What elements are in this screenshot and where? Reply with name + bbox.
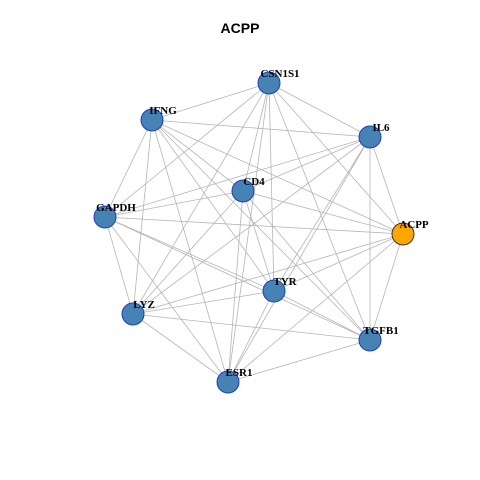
edge-ifng-lyz <box>132 119 153 315</box>
edge-il6-tyr <box>273 136 371 292</box>
node-label-acpp: ACPP <box>399 219 429 231</box>
edge-cd4-gapdh <box>104 190 244 218</box>
edge-csn1s1-lyz <box>132 82 270 315</box>
edge-lyz-tgfb1 <box>132 313 371 341</box>
edge-acpp-lyz <box>132 233 404 315</box>
node-tyr[interactable] <box>262 279 286 303</box>
nodes-layer <box>93 71 415 394</box>
node-label-esr1: ESR1 <box>226 367 253 379</box>
edge-acpp-esr1 <box>227 233 404 383</box>
edge-gapdh-esr1 <box>104 216 229 383</box>
edge-csn1s1-gapdh <box>104 82 270 218</box>
node-label-cd4: CD4 <box>243 176 265 188</box>
edge-cd4-tgfb1 <box>242 190 371 341</box>
edge-lyz-esr1 <box>132 313 229 383</box>
node-cd4[interactable] <box>231 179 255 203</box>
edge-ifng-tgfb1 <box>151 119 371 341</box>
edge-tyr-tgfb1 <box>273 290 371 341</box>
edge-tyr-lyz <box>132 290 275 315</box>
edge-csn1s1-acpp <box>268 82 404 235</box>
edge-ifng-acpp <box>151 119 404 235</box>
node-gapdh[interactable] <box>93 205 117 229</box>
node-acpp[interactable] <box>391 222 415 246</box>
edge-gapdh-tyr <box>104 216 275 292</box>
edge-gapdh-tgfb1 <box>104 216 371 341</box>
edge-ifng-esr1 <box>151 119 229 383</box>
edge-ifng-il6 <box>151 119 371 138</box>
edge-acpp-tyr <box>273 233 404 292</box>
edge-il6-acpp <box>369 136 404 235</box>
edge-csn1s1-ifng <box>151 82 270 121</box>
edge-il6-gapdh <box>104 136 371 218</box>
node-label-tgfb1: TGFB1 <box>363 325 398 337</box>
node-label-tyr: TYR <box>273 276 297 288</box>
node-label-csn1s1: CSN1S1 <box>260 68 299 80</box>
node-esr1[interactable] <box>216 370 240 394</box>
edge-il6-esr1 <box>227 136 371 383</box>
edge-csn1s1-cd4 <box>242 82 270 192</box>
node-csn1s1[interactable] <box>257 71 281 95</box>
node-label-ifng: IFNG <box>149 105 177 117</box>
edge-ifng-tyr <box>151 119 275 292</box>
edge-tyr-esr1 <box>227 290 275 383</box>
edge-cd4-esr1 <box>227 190 244 383</box>
diagram-title: ACPP <box>220 20 260 36</box>
edge-csn1s1-esr1 <box>227 82 270 383</box>
edge-cd4-lyz <box>132 190 244 315</box>
node-il6[interactable] <box>358 125 382 149</box>
edge-cd4-acpp <box>242 190 404 235</box>
node-lyz[interactable] <box>121 302 145 326</box>
node-label-gapdh: GAPDH <box>96 202 136 214</box>
edge-tgfb1-esr1 <box>227 339 371 383</box>
edge-csn1s1-il6 <box>268 82 371 138</box>
node-tgfb1[interactable] <box>358 328 382 352</box>
edge-gapdh-lyz <box>104 216 134 315</box>
edge-il6-cd4 <box>242 136 371 192</box>
edge-cd4-tyr <box>242 190 275 292</box>
edge-gapdh-acpp <box>104 216 404 235</box>
edge-ifng-gapdh <box>104 119 153 218</box>
edges-layer <box>104 82 404 383</box>
node-ifng[interactable] <box>140 108 164 132</box>
node-label-il6: IL6 <box>372 122 390 134</box>
node-label-lyz: LYZ <box>133 299 155 311</box>
edge-csn1s1-tyr <box>268 82 275 292</box>
edge-acpp-tgfb1 <box>369 233 404 341</box>
edge-ifng-cd4 <box>151 119 244 192</box>
